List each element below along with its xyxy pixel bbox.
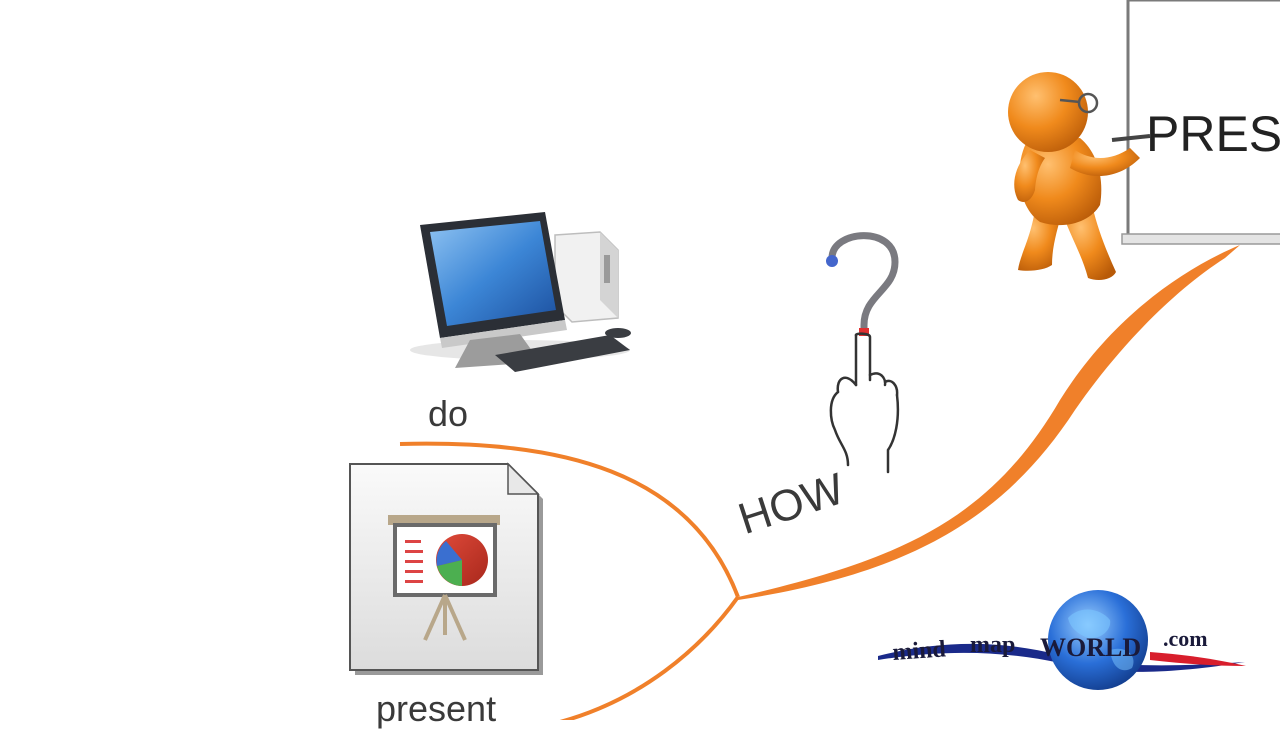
main-branch [738, 245, 1240, 600]
watermark-map: map [970, 632, 1015, 658]
desktop-computer-icon [410, 212, 631, 372]
mindmapworld-logo: mind map WORLD .com [878, 590, 1246, 690]
pointing-hand-icon [829, 332, 900, 474]
branch-present [559, 595, 740, 720]
presentation-file-icon [349, 462, 543, 675]
watermark-world: WORLD [1040, 633, 1141, 662]
branch-lines [399, 245, 1240, 720]
watermark-mind: mind [892, 636, 948, 666]
branch-do [399, 441, 740, 598]
watermark-com: .com [1163, 626, 1208, 651]
question-mark-icon [826, 232, 899, 336]
branch-label-present: present [376, 688, 497, 729]
presenter-figure-icon [1008, 0, 1280, 280]
branch-label-do: do [428, 393, 469, 434]
board-text: PRES [1146, 106, 1280, 162]
